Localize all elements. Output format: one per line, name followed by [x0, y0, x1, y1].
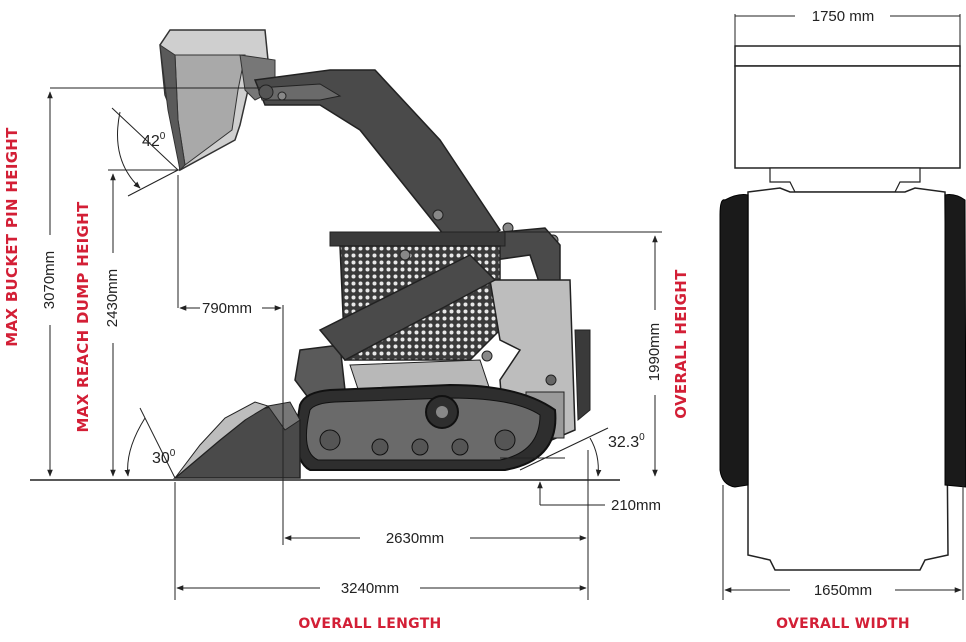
value-2430: 2430mm — [104, 269, 121, 327]
value-3070: 3070mm — [41, 251, 58, 309]
lowered-bucket — [172, 401, 301, 479]
overall-height-label: OVERALL HEIGHT — [672, 269, 690, 419]
dim-210 — [500, 457, 605, 506]
value-1750: 1750 mm — [812, 8, 875, 25]
value-2630: 2630mm — [386, 530, 444, 547]
max-bucket-pin-height-label: MAX BUCKET PIN HEIGHT — [3, 127, 21, 347]
value-210: 210mm — [611, 497, 661, 514]
dim-2430 — [108, 169, 180, 477]
dim-790 — [177, 175, 284, 545]
dim-3070 — [47, 87, 260, 477]
track — [295, 383, 557, 471]
departure-angle-value: 32.30 — [608, 432, 645, 451]
value-3240: 3240mm — [341, 580, 399, 597]
rollback-angle-value: 300 — [152, 448, 176, 467]
departure-angle — [519, 427, 609, 477]
max-reach-dump-height-label: MAX REACH DUMP HEIGHT — [74, 201, 92, 433]
value-1650: 1650mm — [814, 582, 872, 599]
dump-angle-arc — [111, 107, 179, 197]
rollback-angle-arc — [124, 407, 176, 479]
overall-width-label: OVERALL WIDTH — [776, 616, 910, 632]
value-790: 790mm — [202, 300, 252, 317]
front-view — [719, 14, 966, 600]
dump-angle-value: 420 — [142, 131, 166, 150]
dim-1990 — [500, 231, 662, 477]
dim-3240 — [174, 482, 587, 600]
dim-2630 — [284, 450, 589, 600]
value-1990: 1990mm — [646, 323, 663, 381]
raised-bucket — [159, 29, 276, 172]
overall-length-label: OVERALL LENGTH — [298, 616, 442, 632]
